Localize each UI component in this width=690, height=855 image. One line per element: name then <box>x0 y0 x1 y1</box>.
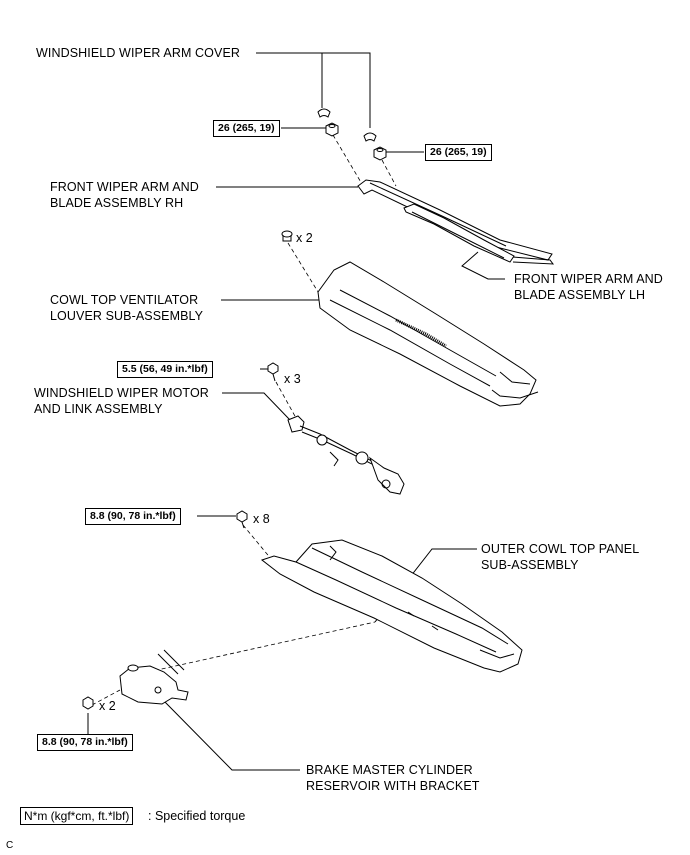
label-outer-cowl-line1: OUTER COWL TOP PANEL <box>481 542 640 556</box>
torque-motor-bolt: 5.5 (56, 49 in.*lbf) <box>117 361 213 378</box>
brake-reservoir <box>119 649 189 705</box>
legend-torque-unit: N*m (kgf*cm, ft.*lbf) <box>20 807 134 825</box>
motor-bolt <box>267 362 279 382</box>
cowl-top-ventilator-louver <box>317 261 539 407</box>
torque-nut-right: 26 (265, 19) <box>425 144 492 161</box>
front-wiper-arm-lh <box>403 203 515 263</box>
label-front-wiper-rh-line2: BLADE ASSEMBLY RH <box>50 196 184 210</box>
label-wiper-motor-line1: WINDSHIELD WIPER MOTOR <box>34 386 209 400</box>
label-front-wiper-lh-line2: BLADE ASSEMBLY LH <box>514 288 646 302</box>
label-brake-reservoir-line2: RESERVOIR WITH BRACKET <box>306 779 480 793</box>
wiper-nut-right <box>373 146 387 161</box>
label-cowl-louver-line1: COWL TOP VENTILATOR <box>50 293 199 307</box>
wiper-arm-cover-right <box>363 132 377 142</box>
label-front-wiper-lh-line1: FRONT WIPER ARM AND <box>514 272 663 286</box>
label-cowl-louver-line2: LOUVER SUB-ASSEMBLY <box>50 309 204 323</box>
reservoir-nut <box>82 696 94 710</box>
qty-reservoir-nut: x 2 <box>99 699 116 713</box>
alignment-lines <box>91 134 397 706</box>
label-front-wiper-rh-line1: FRONT WIPER ARM AND <box>50 180 199 194</box>
label-brake-reservoir-line1: BRAKE MASTER CYLINDER <box>306 763 473 777</box>
label-wiper-arm-cover: WINDSHIELD WIPER ARM COVER <box>36 46 241 60</box>
qty-cowl-panel-bolt: x 8 <box>253 512 270 526</box>
outer-cowl-top-panel <box>260 539 523 673</box>
torque-cowl-panel-bolt: 8.8 (90, 78 in.*lbf) <box>85 508 181 525</box>
qty-louver-clip: x 2 <box>296 231 313 245</box>
wiper-motor-link <box>287 415 405 495</box>
label-outer-cowl-line2: SUB-ASSEMBLY <box>481 558 579 572</box>
qty-motor-bolt: x 3 <box>284 372 301 386</box>
torque-nut-left: 26 (265, 19) <box>213 120 280 137</box>
label-wiper-motor-line2: AND LINK ASSEMBLY <box>34 402 163 416</box>
wiper-arm-cover-left <box>317 108 331 118</box>
wiper-nut-left <box>325 122 339 137</box>
legend-description: : Specified torque <box>148 809 246 823</box>
cowl-panel-bolt <box>236 510 248 529</box>
louver-clip <box>281 230 293 242</box>
torque-reservoir-nut: 8.8 (90, 78 in.*lbf) <box>37 734 133 751</box>
front-wiper-arm-rh <box>357 179 555 265</box>
figure-code: C <box>6 840 14 851</box>
